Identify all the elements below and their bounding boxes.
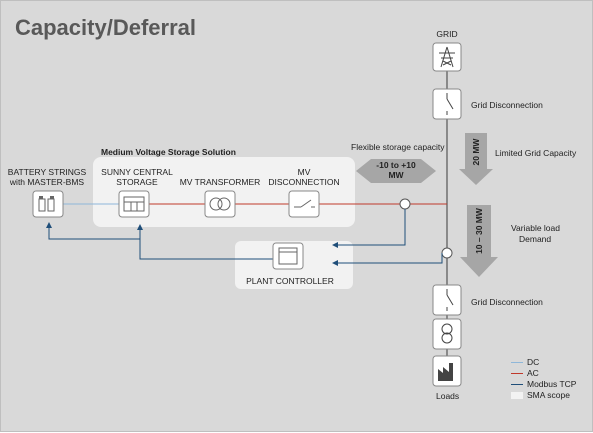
transformer-icon: [204, 190, 236, 218]
mv-switch-icon: [288, 190, 320, 218]
legend-label-dc: DC: [527, 357, 540, 367]
legend-swatch-dc: [511, 362, 523, 363]
grid-tower-icon: [432, 42, 462, 72]
mv-disconnection-label-line1: MV: [297, 167, 311, 177]
grid-switch-bottom-icon: [432, 284, 462, 316]
mv-transformer-label: MV TRANSFORMER: [179, 177, 261, 187]
grid-disconnection-bottom-label: Grid Disconnection: [471, 297, 543, 307]
legend-swatch-ac: [511, 373, 523, 374]
legend-swatch-modbus: [511, 384, 523, 385]
battery-label-line1: BATTERY STRINGS: [7, 167, 87, 177]
variable-load-arrow: [460, 205, 498, 277]
modbus-line-storage-to-battery: [46, 222, 140, 240]
mvss-title: Medium Voltage Storage Solution: [101, 147, 236, 157]
loads-label: Loads: [436, 391, 460, 401]
grid-disconnection-top-label: Grid Disconnection: [471, 100, 543, 110]
legend-item-dc: DC: [511, 357, 591, 368]
battery-icon: [32, 190, 64, 218]
plant-controller-label: PLANT CONTROLLER: [246, 276, 334, 286]
grid-label: GRID: [436, 29, 458, 39]
limited-grid-arrow: [459, 133, 493, 185]
legend-label-ac: AC: [527, 368, 539, 378]
limited-grid-capacity-label: Limited Grid Capacity: [495, 148, 577, 158]
legend-item-sma-scope: SMA scope: [511, 390, 591, 401]
legend-item-ac: AC: [511, 368, 591, 379]
inverter-icon: [118, 190, 150, 218]
controller-icon: [272, 242, 304, 270]
battery-label-line2: with MASTER-BMS: [9, 177, 85, 187]
variable-load-line1: Variable load: [511, 223, 560, 233]
modbus-line-ac-to-controller: [332, 209, 406, 248]
variable-load-value: 10 – 30 MW: [474, 208, 484, 254]
legend-label-sma-scope: SMA scope: [527, 390, 570, 400]
measure-point-ac: [399, 198, 411, 210]
legend-item-modbus: Modbus TCP: [511, 379, 591, 390]
factory-icon: [432, 355, 462, 387]
flexible-storage-label: Flexible storage capacity: [351, 142, 445, 152]
measure-point-load: [441, 247, 453, 259]
grid-switch-top-icon: [432, 88, 462, 120]
limited-grid-value: 20 MW: [471, 138, 481, 166]
legend: DC AC Modbus TCP SMA scope: [511, 357, 591, 401]
flexible-storage-value-line1: -10 to +10: [376, 160, 416, 170]
modbus-line-load-to-controller: [332, 253, 443, 266]
mv-disconnection-label-line2: DISCONNECTION: [268, 177, 340, 187]
legend-label-modbus: Modbus TCP: [527, 379, 577, 389]
variable-load-line2: Demand: [519, 234, 552, 244]
flexible-storage-value-line2: MW: [388, 170, 404, 180]
flexible-storage-arrow: [356, 159, 436, 183]
load-transformer-icon: [432, 318, 462, 350]
legend-swatch-sma-scope: [511, 392, 523, 399]
modbus-line-controller-to-storage: [137, 224, 273, 260]
diagram-title: Capacity/Deferral: [15, 15, 196, 40]
sunny-central-label-line1: SUNNY CENTRAL: [101, 167, 173, 177]
sunny-central-label-line2: STORAGE: [116, 177, 158, 187]
